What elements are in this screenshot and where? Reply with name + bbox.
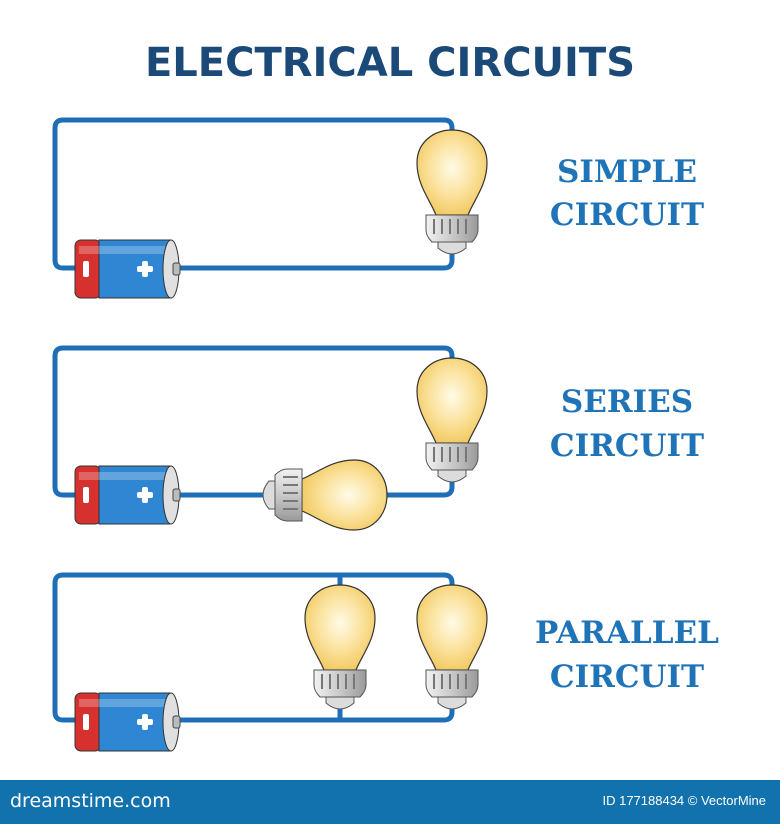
series-circuit-label-line2: CIRCUIT	[550, 428, 704, 464]
page-title: ELECTRICAL CIRCUITS	[145, 40, 635, 86]
simple-circuit-label-line2: CIRCUIT	[550, 197, 704, 233]
bulb-parallel-2	[416, 584, 488, 710]
parallel-circuit-wire	[52, 572, 455, 723]
battery-simple	[74, 239, 181, 299]
footer-credit: ID 177188434 © VectorMine	[602, 793, 766, 808]
bulb-simple	[416, 129, 488, 255]
series-circuit-wire	[52, 345, 455, 498]
footer-brand[interactable]: dreamstime.com	[10, 790, 171, 812]
simple-circuit-wire	[52, 117, 455, 271]
wires	[52, 117, 455, 723]
battery-series	[74, 465, 181, 525]
parallel-circuit-label-line2: CIRCUIT	[550, 659, 704, 695]
parallel-circuit-label-line1: PARALLEL	[535, 615, 719, 651]
bulb-parallel-1	[304, 584, 376, 710]
bulb-series-horizontal	[262, 459, 388, 531]
simple-circuit-label-line1: SIMPLE	[557, 154, 697, 190]
battery-parallel	[74, 692, 181, 752]
footer-bar: dreamstime.com ID 177188434 © VectorMine	[0, 780, 780, 824]
bulb-series-upright	[416, 357, 488, 483]
series-circuit-label-line1: SERIES	[561, 384, 693, 420]
